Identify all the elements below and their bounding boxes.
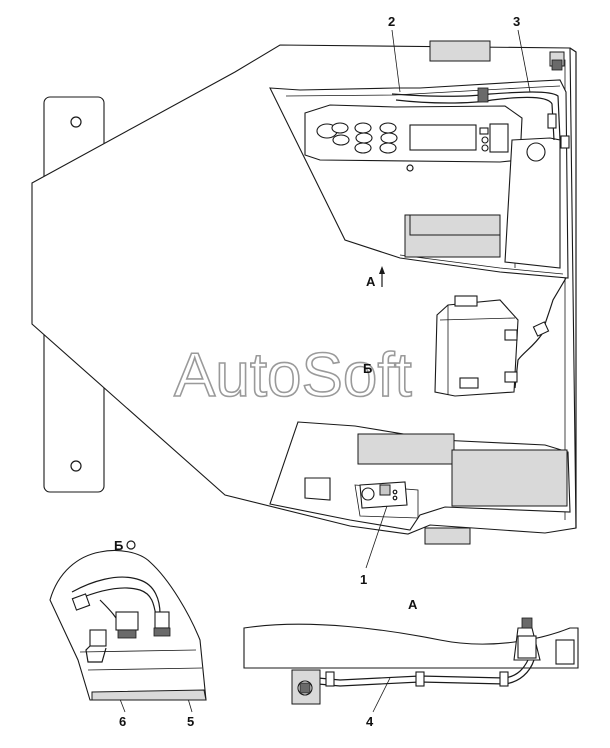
instrument-cluster [304, 104, 523, 172]
callout-5: 5 [187, 714, 194, 729]
view-b-title-circle [126, 540, 136, 550]
bottom-mount-block [424, 527, 471, 545]
main-assembly-view [31, 40, 577, 545]
watermark-text: AutoSoft [174, 341, 412, 410]
wiring-harness-right [514, 277, 567, 389]
detail-view-a [243, 617, 579, 705]
view-a-marker: А [366, 274, 376, 289]
detail-view-b [49, 549, 207, 701]
wiring-harness-upper [391, 59, 570, 149]
callout-2: 2 [388, 14, 395, 29]
switch-unit-1 [359, 481, 408, 509]
callout-4: 4 [366, 714, 374, 729]
top-mount-block [429, 40, 491, 62]
callout-1: 1 [360, 572, 367, 587]
view-b-label-on-unit: Б [363, 361, 372, 376]
callout-3: 3 [513, 14, 520, 29]
view-b-title: Б [114, 538, 123, 553]
callout-6: 6 [119, 714, 126, 729]
view-a-title: А [408, 597, 418, 612]
control-unit-b [434, 295, 519, 397]
